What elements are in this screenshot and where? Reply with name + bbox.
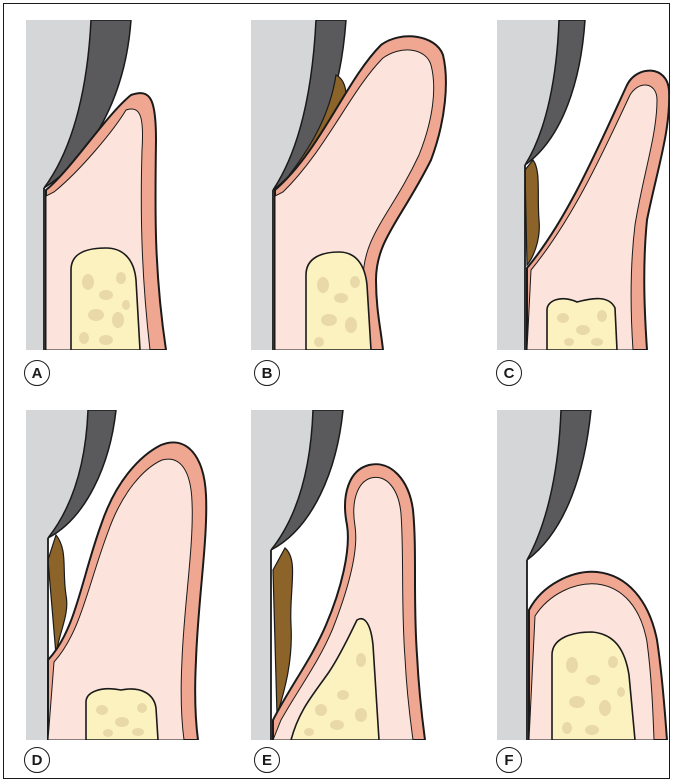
panel-label-a: A xyxy=(24,360,50,386)
panel-label-e: E xyxy=(254,747,280,773)
panel-b-illustration xyxy=(251,20,461,350)
calculus-deposit xyxy=(525,160,539,265)
bone xyxy=(86,689,158,740)
panel-d-illustration xyxy=(26,410,216,740)
panel-e-illustration xyxy=(251,410,461,740)
panel-label-d: D xyxy=(24,747,50,773)
panel-c-illustration xyxy=(497,20,669,350)
figure-frame: A B C D E F xyxy=(3,3,670,779)
panel-label-c: C xyxy=(496,360,522,386)
panel-f-illustration xyxy=(497,410,669,740)
bone xyxy=(547,299,617,350)
panel-a-illustration xyxy=(26,20,216,350)
panel-label-b: B xyxy=(254,360,280,386)
panel-label-f: F xyxy=(496,747,522,773)
